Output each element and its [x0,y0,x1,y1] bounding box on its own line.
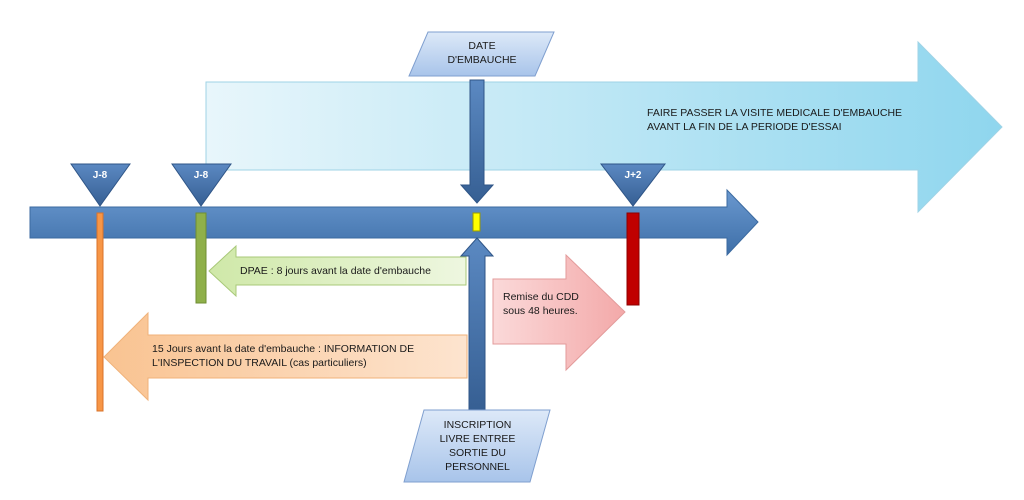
inscription-box [403,409,551,483]
down-arrow [459,79,495,204]
date-embauche-box [408,31,555,77]
marker-label-left-2: J-8 [193,170,209,181]
marker-label-right: J+2 [624,170,642,181]
dpae-label: DPAE : 8 jours avant la date d'embauche [240,265,431,277]
inspection-label: 15 Jours avant la date d'embauche : INFO… [152,343,415,369]
marker-label-left-1: J-8 [92,170,108,181]
visite-medicale-arrow [205,40,1003,214]
inspection-arrow [103,311,468,402]
marker-triangle-right [599,163,667,207]
green-bar [195,212,207,304]
timeline-arrow [29,188,759,257]
remise-cdd-label: Remise du CDD sous 48 heures. [503,291,579,317]
dpae-arrow [208,244,467,298]
orange-bar [96,212,104,412]
visite-medicale-label: FAIRE PASSER LA VISITE MEDICALE D'EMBAUC… [647,107,903,133]
yellow-tick [472,212,481,232]
marker-triangle-left-2 [171,163,232,207]
marker-triangle-left-1 [70,163,131,207]
remise-cdd-arrow [492,253,626,372]
date-embauche-label: DATE D'EMBAUCHE [447,40,517,66]
red-bar [626,212,640,306]
inscription-label: INSCRIPTION LIVRE ENTREE SORTIE DU PERSO… [439,419,516,473]
